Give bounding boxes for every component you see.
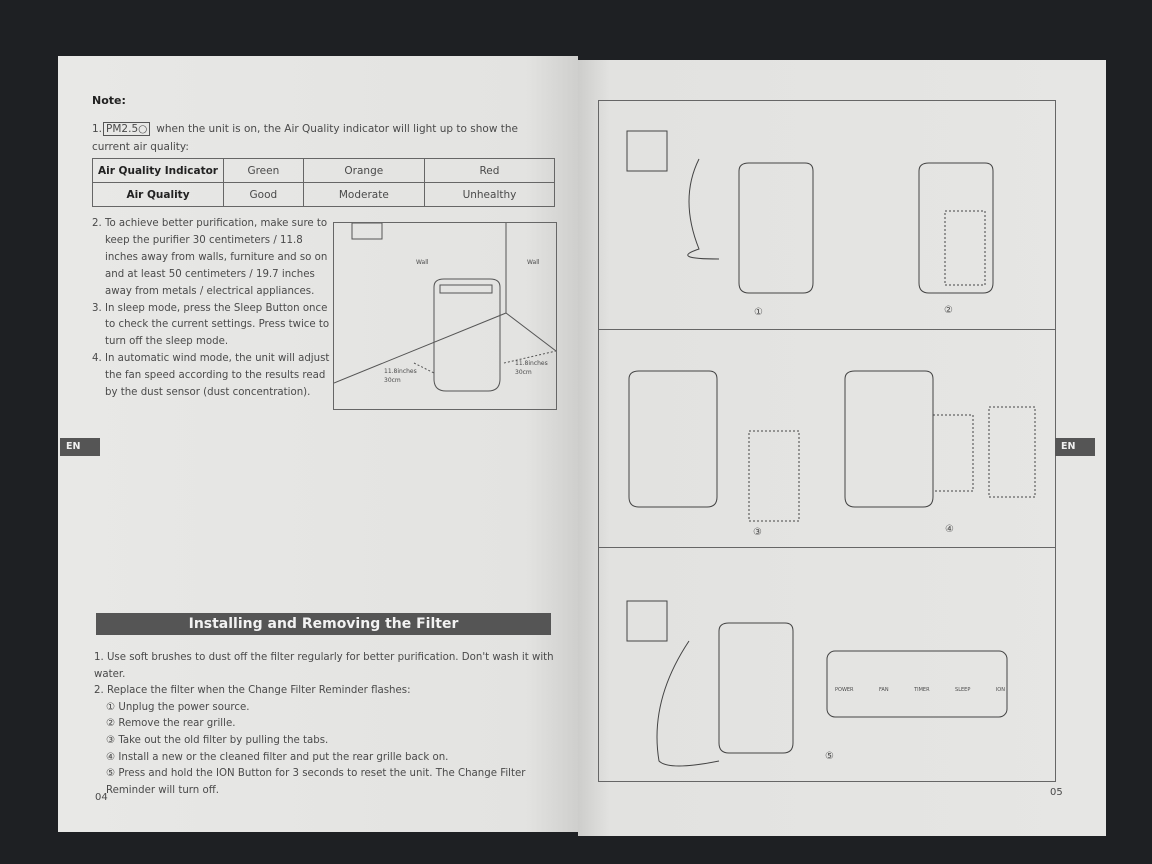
fan-button-label: FAN [879,687,889,693]
figure-label: ⑤ [825,751,834,762]
list-item: 1. Use soft brushes to dust off the filt… [94,652,554,680]
table-cell: Moderate [302,182,425,207]
distance-label: 11.8inches [515,360,548,367]
figure-label: ③ [753,527,762,538]
ion-button-label: ION [995,687,1005,693]
section-title: Installing and Removing the Filter [96,613,551,635]
purifier-icon [628,370,718,508]
purifier-icon [718,622,794,754]
list-item: 4. In automatic wind mode, the unit will… [92,353,330,399]
purifier-icon [844,370,934,508]
wall-label: Wall [527,259,540,266]
figure-label: ② [944,305,953,316]
timer-button-label: TIMER [914,687,930,693]
wall-socket-icon [626,130,668,172]
divider [599,547,1055,548]
item-text: when the unit is on, the Air Quality ind… [92,123,518,153]
left-page: Note: 1.PM2.5○when the unit is on, the A… [58,56,578,832]
wall-label: Wall [416,259,429,266]
list-item: ④ Install a new or the cleaned filter an… [106,751,449,763]
table-cell: Good [223,182,304,207]
wall-socket-icon [626,600,668,642]
note-list: 2. To achieve better purification, make … [92,216,332,402]
page-number: 04 [95,792,108,803]
table-cell: Unhealthy [423,182,556,207]
pm25-badge: PM2.5○ [103,122,151,136]
placement-diagram: Wall Wall 11.8inches 30cm 11.8inches 30c… [333,222,557,410]
distance-label: 30cm [384,377,401,384]
list-item: ② Remove the rear grille. [106,718,236,730]
note-item-1: 1.PM2.5○when the unit is on, the Air Qua… [92,120,532,156]
list-item: ⑤ Press and hold the ION Button for 3 se… [106,768,526,796]
distance-label: 11.8inches [384,368,417,375]
table-cell: Air Quality [92,182,224,207]
language-tab: EN [60,438,100,456]
list-item: ③ Take out the old filter by pulling the… [106,734,329,746]
control-panel [826,650,1008,718]
purifier-icon [918,162,994,294]
filter-steps: 1. Use soft brushes to dust off the filt… [94,650,554,799]
panel-button-labels: POWER FAN TIMER SLEEP ION [835,687,1005,693]
list-item: 2. To achieve better purification, make … [92,218,328,297]
list-item: 3. In sleep mode, press the Sleep Button… [92,302,330,348]
filter-illustrations [626,130,1036,767]
table-cell: Orange [302,158,425,183]
right-page: ① ② ③ ④ ⑤ POWER FAN TIMER SLEEP ION EN 0… [578,60,1106,836]
table-cell: Red [423,158,556,183]
table-cell: Green [223,158,304,183]
item-number: 1. [92,123,103,135]
figure-label: ① [754,307,763,318]
illustration-frame: ① ② ③ ④ ⑤ POWER FAN TIMER SLEEP ION [598,100,1056,782]
purifier-icon [738,162,814,294]
language-tab: EN [1055,438,1095,456]
divider [599,329,1055,330]
room-illustration [334,223,556,392]
sleep-button-label: SLEEP [955,687,971,693]
list-item: ① Unplug the power source. [106,701,250,713]
table-cell: Air Quality Indicator [92,158,224,183]
power-button-label: POWER [835,687,854,693]
list-item: 2. Replace the filter when the Change Fi… [94,685,411,697]
distance-label: 30cm [515,369,532,376]
figure-label: ④ [945,524,954,535]
page-number: 05 [1050,787,1063,798]
note-label: Note: [92,94,126,107]
